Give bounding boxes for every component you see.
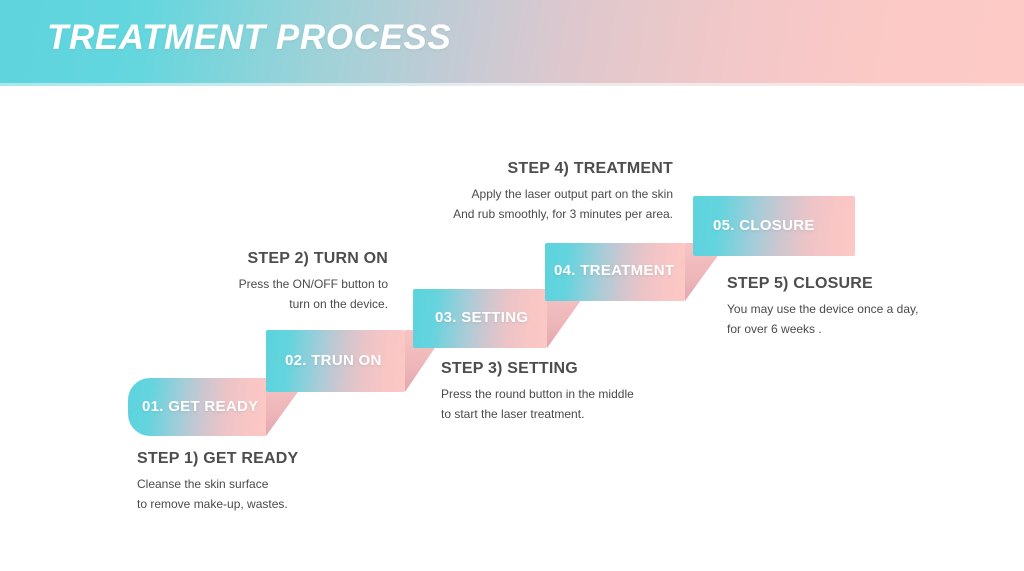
step-line-5-1: You may use the device once a day, xyxy=(727,302,919,316)
step-line-4-2: And rub smoothly, for 3 minutes per area… xyxy=(453,207,673,221)
header-band xyxy=(0,0,1024,83)
step-line-2-2: turn on the device. xyxy=(289,297,388,311)
step-text-4: STEP 4) TREATMENT Apply the laser output… xyxy=(392,160,673,224)
header-underline xyxy=(0,83,1024,86)
step-line-4-1: Apply the laser output part on the skin xyxy=(471,187,673,201)
ribbon-body-4 xyxy=(545,243,685,301)
step-line-3-2: to start the laser treatment. xyxy=(441,407,585,421)
step-line-1-2: to remove make-up, wastes. xyxy=(137,497,288,511)
step-ribbon-1: 01. GET READY xyxy=(128,378,308,436)
ribbon-label-3: 03. SETTING xyxy=(435,309,529,326)
step-heading-4: STEP 4) TREATMENT xyxy=(507,160,673,177)
step-heading-1: STEP 1) GET READY xyxy=(137,450,299,467)
step-line-5-2: for over 6 weeks . xyxy=(727,322,822,336)
step-heading-2: STEP 2) TURN ON xyxy=(247,250,388,267)
step-ribbon-5: 05. CLOSURE xyxy=(693,196,855,256)
ribbon-label-5: 05. CLOSURE xyxy=(713,217,815,234)
step-line-3-1: Press the round button in the middle xyxy=(441,387,634,401)
ribbon-label-2: 02. TRUN ON xyxy=(285,352,382,369)
ribbon-body-5 xyxy=(693,196,855,256)
step-text-1: STEP 1) GET READY Cleanse the skin surfa… xyxy=(137,450,457,514)
ribbon-body-3 xyxy=(413,289,547,348)
step-heading-3: STEP 3) SETTING xyxy=(441,360,578,377)
ribbon-label-1: 01. GET READY xyxy=(142,398,259,415)
step-text-2: STEP 2) TURN ON Press the ON/OFF button … xyxy=(105,250,388,314)
step-ribbon-2: 02. TRUN ON xyxy=(266,330,447,392)
step-line-2-1: Press the ON/OFF button to xyxy=(238,277,388,291)
step-text-3: STEP 3) SETTING Press the round button i… xyxy=(441,360,771,424)
ribbon-body-1 xyxy=(128,378,266,436)
step-text-5: STEP 5) CLOSURE You may use the device o… xyxy=(727,275,1024,339)
page-title: TREATMENT PROCESS xyxy=(47,18,452,57)
ribbon-label-4: 04. TREATMENT xyxy=(554,262,675,279)
step-line-1-1: Cleanse the skin surface xyxy=(137,477,269,491)
ribbon-body-2 xyxy=(266,330,405,392)
step-heading-5: STEP 5) CLOSURE xyxy=(727,275,873,292)
